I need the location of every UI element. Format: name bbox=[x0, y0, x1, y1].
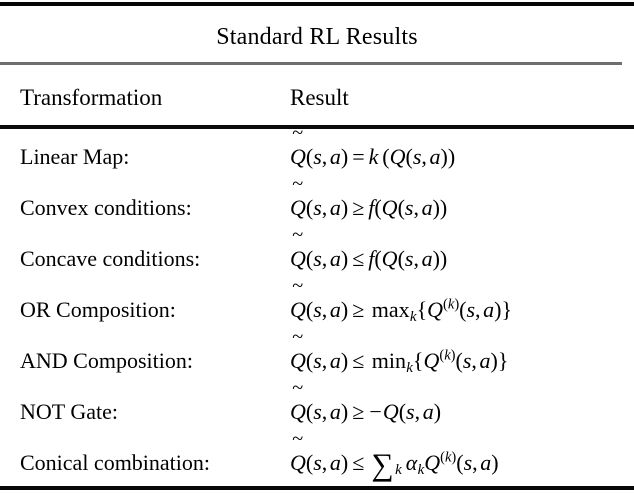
table-row: Convex conditions: Q~(s,a)≥f(Q(s,a)) bbox=[0, 172, 634, 239]
table-row: Concave conditions: Q~(s,a)≤f(Q(s,a)) bbox=[0, 223, 634, 290]
row-label-convex-conditions: Convex conditions: bbox=[20, 195, 192, 220]
row-label-linear-map: Linear Map: bbox=[20, 144, 130, 169]
math-expression: Q~(s,a)≥maxk{Q(k)(s,a)} bbox=[290, 274, 512, 330]
q-tilde-symbol: Q~ bbox=[290, 172, 306, 220]
row-formula-linear-map: Q~(s,a)=k(Q(s,a)) bbox=[290, 121, 455, 177]
row-label-concave-conditions: Concave conditions: bbox=[20, 246, 201, 271]
table-header-row: Transformation Result bbox=[0, 83, 634, 117]
row-formula-convex-conditions: Q~(s,a)≥f(Q(s,a)) bbox=[290, 172, 447, 228]
row-formula-or-composition: Q~(s,a)≥maxk{Q(k)(s,a)} bbox=[290, 274, 512, 330]
row-formula-and-composition: Q~(s,a)≤mink{Q(k)(s,a)} bbox=[290, 325, 508, 381]
q-tilde-symbol: Q~ bbox=[290, 121, 306, 169]
math-expression: Q~(s,a)≥f(Q(s,a)) bbox=[290, 172, 447, 228]
row-label-conical-combination: Conical combination: bbox=[20, 450, 211, 475]
tilde-accent-icon: ~ bbox=[292, 172, 304, 195]
row-label-or-composition: OR Composition: bbox=[20, 297, 176, 322]
q-tilde-symbol: Q~ bbox=[290, 325, 306, 373]
math-expression: Q~(s,a)≤f(Q(s,a)) bbox=[290, 223, 447, 279]
table-rule-under-title bbox=[0, 62, 622, 65]
tilde-accent-icon: ~ bbox=[292, 325, 304, 348]
math-expression: Q~(s,a)≤mink{Q(k)(s,a)} bbox=[290, 325, 508, 381]
table-row: Linear Map: Q~(s,a)=k(Q(s,a)) bbox=[0, 121, 634, 188]
q-tilde-symbol: Q~ bbox=[290, 274, 306, 322]
tilde-accent-icon: ~ bbox=[292, 223, 304, 246]
row-label-and-composition: AND Composition: bbox=[20, 348, 193, 373]
table-row: NOT Gate: Q~(s,a)≥−Q(s,a) bbox=[0, 376, 634, 443]
q-tilde-symbol: Q~ bbox=[290, 427, 306, 475]
table-rule-under-header bbox=[0, 125, 634, 129]
tilde-accent-icon: ~ bbox=[292, 274, 304, 297]
math-expression: Q~(s,a)=k(Q(s,a)) bbox=[290, 121, 455, 177]
q-tilde-symbol: Q~ bbox=[290, 223, 306, 271]
tilde-accent-icon: ~ bbox=[292, 376, 304, 399]
q-tilde-symbol: Q~ bbox=[290, 376, 306, 424]
tilde-accent-icon: ~ bbox=[292, 121, 304, 144]
table-rule-top bbox=[0, 2, 634, 6]
math-expression: Q~(s,a)≥−Q(s,a) bbox=[290, 376, 441, 432]
table-row: OR Composition: Q~(s,a)≥maxk{Q(k)(s,a)} bbox=[0, 274, 634, 341]
row-formula-not-gate: Q~(s,a)≥−Q(s,a) bbox=[290, 376, 441, 432]
table-body: Linear Map: Q~(s,a)=k(Q(s,a)) Convex con… bbox=[0, 121, 634, 494]
table-row: AND Composition: Q~(s,a)≤mink{Q(k)(s,a)} bbox=[0, 325, 634, 392]
table-title: Standard RL Results bbox=[216, 24, 418, 50]
table-rule-bottom bbox=[0, 486, 634, 490]
row-formula-concave-conditions: Q~(s,a)≤f(Q(s,a)) bbox=[290, 223, 447, 279]
column-header-result: Result bbox=[290, 85, 349, 110]
tilde-accent-icon: ~ bbox=[292, 427, 304, 450]
row-label-not-gate: NOT Gate: bbox=[20, 399, 118, 424]
summation-symbol: ∑ bbox=[371, 446, 394, 482]
column-header-transformation: Transformation bbox=[20, 85, 163, 110]
